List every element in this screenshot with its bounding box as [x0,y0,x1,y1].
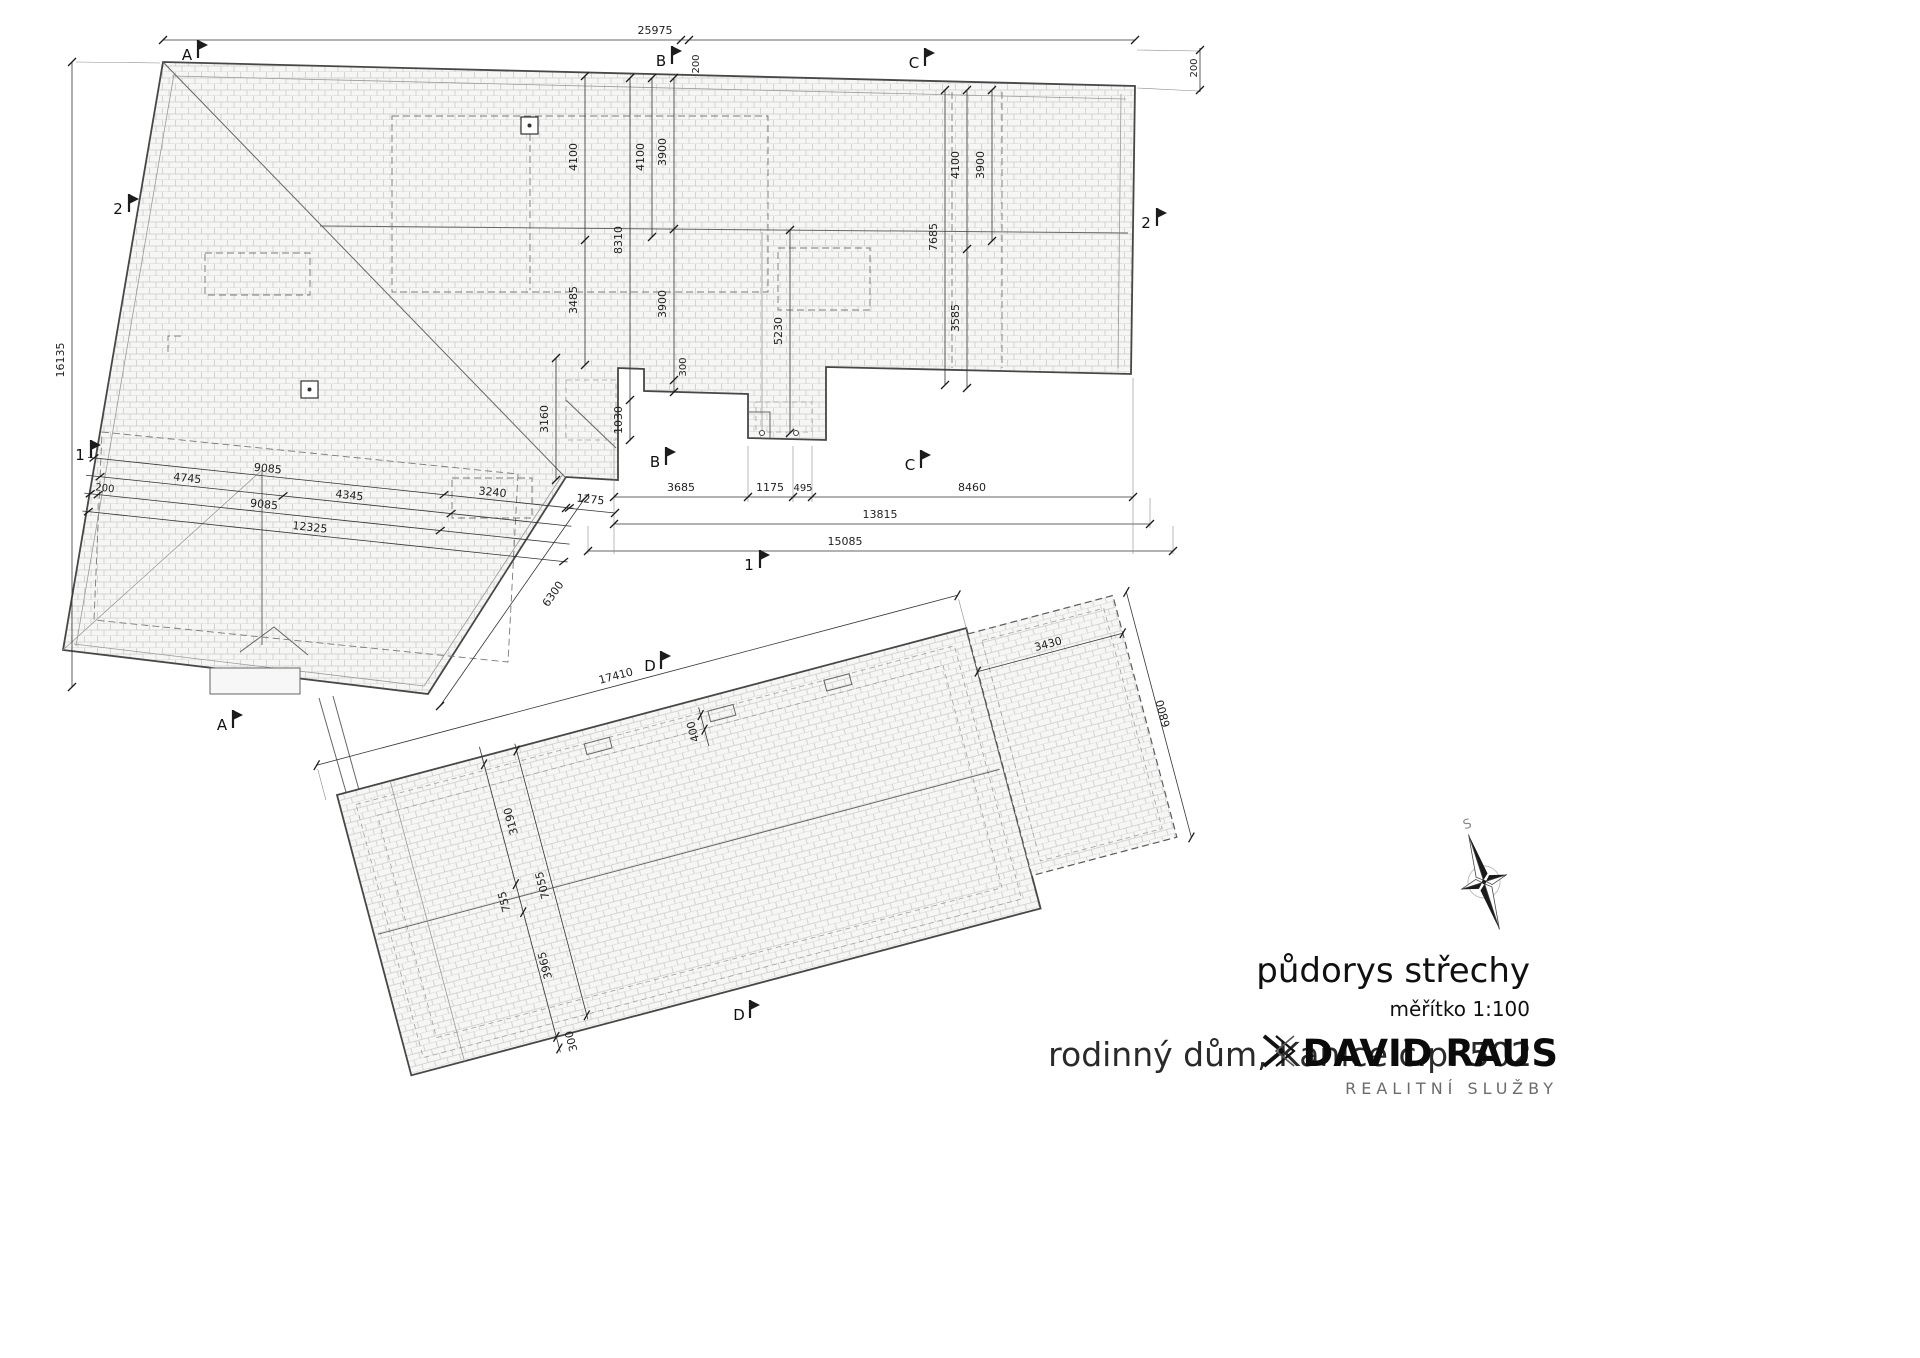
section-marker-2-left: 2 [113,194,139,218]
dim-left-9085-b: 9085 [249,497,278,513]
dim-left-1275: 1275 [576,492,605,508]
svg-text:A: A [182,46,193,64]
valley-line [162,61,566,478]
svg-text:C: C [909,54,919,72]
lower-dim-lines [316,591,1192,1053]
section-marker-a-bottom: A [217,710,243,734]
dimension-labels: 25975 200 200 16135 4100 3485 8310 1030 … [54,24,1200,609]
dim-chain-8460: 8460 [958,481,986,494]
section-marker-c-bottom: C [905,450,931,474]
dim-left-3240: 3240 [478,484,507,500]
dim-lower-17410: 17410 [597,665,634,687]
main-roof [61,61,1136,695]
entrance-steps [748,411,799,438]
dim-chain-3685: 3685 [667,481,695,494]
scale-label: měřítko 1:100 [1389,997,1530,1021]
company-logo-icon [1262,1034,1296,1068]
svg-text:1: 1 [75,446,85,464]
dim-wing-4100-b: 4100 [634,143,647,171]
dim-overhang-b: 200 [691,54,702,73]
svg-text:D: D [644,657,656,675]
dim-lower-400: 400 [684,720,702,744]
svg-text:D: D [733,1006,745,1024]
section-marker-b-bottom: B [650,447,676,471]
dim-chain-495: 495 [793,483,812,494]
dimension-lines [71,39,1201,707]
dim-wing-1030: 1030 [612,406,625,434]
dim-left-200: 200 [95,482,115,495]
dim-total-height-left: 16135 [54,343,67,378]
dim-chain-1175: 1175 [756,481,784,494]
compass-south-point [1480,883,1500,930]
company-name: DAVID RAUS [1302,1032,1558,1075]
dim-left-4745: 4745 [173,470,202,486]
compass-north-point [1468,834,1488,881]
gable-triangle [239,626,309,656]
dim-right-7685: 7685 [927,223,940,251]
dim-wing-8310: 8310 [612,226,625,254]
section-markers: A B C A B C D D [75,40,1167,1024]
dim-right-4100: 4100 [949,151,962,179]
section-marker-d-top: D [644,651,671,675]
chimney-left-roof [300,380,319,399]
svg-text:B: B [656,52,666,70]
walkway-lines [318,695,360,793]
dimension-ticks [67,35,1205,711]
dim-lower-755: 755 [495,890,513,914]
section-marker-2-right: 2 [1141,208,1167,232]
terrace-tab [209,667,301,695]
dim-chain-15085: 15085 [828,535,863,548]
dim-overhang-right: 200 [1189,58,1200,77]
ridge-line-top-wing [319,225,1129,234]
svg-text:A: A [217,716,228,734]
dim-lower-300: 300 [562,1029,580,1053]
dim-left-12325: 12325 [292,519,328,536]
dim-small-3160: 3160 [538,405,551,433]
chimney-top-wing [520,116,539,135]
section-marker-b-top: B [656,46,682,70]
main-roof-outline [61,61,1136,695]
dim-wing-3900-b: 3900 [656,290,669,318]
left-roof-dim-chains: 9085 3240 4745 4345 200 9085 12325 [82,453,575,566]
svg-text:2: 2 [1141,214,1151,232]
dim-right-3585: 3585 [949,304,962,332]
company-subtitle: REALITNÍ SLUŽBY [1345,1079,1558,1098]
svg-text:B: B [650,453,660,471]
dim-right-3900: 3900 [974,151,987,179]
compass-north-label: S [1461,816,1473,833]
svg-text:C: C [905,456,915,474]
dim-wing-5230: 5230 [772,317,785,345]
dashed-wall-lines [93,92,1003,663]
dim-wing-300: 300 [678,357,689,376]
section-marker-1-bottom: 1 [744,550,770,574]
section-marker-c-top: C [909,48,935,72]
svg-text:1: 1 [744,556,754,574]
title-block: půdorys střechy měřítko 1:100 rodinný dů… [1048,951,1558,1098]
compass-rose: S [1460,816,1508,930]
drawing-title: půdorys střechy [1256,951,1530,991]
dim-chain-13815: 13815 [863,508,898,521]
lower-ridge-line [377,768,1000,935]
lower-dim-ticks [313,586,1195,1054]
section-marker-1-left: 1 [75,440,101,464]
svg-text:2: 2 [113,200,123,218]
dim-wing-3485: 3485 [567,286,580,314]
dimension-extension-lines [75,49,1199,554]
section-marker-a-top: A [182,40,208,64]
roof-plane-lines [62,61,1129,656]
dim-wing-4100-a: 4100 [567,143,580,171]
dim-left-4345: 4345 [335,487,364,503]
dim-lower-6800: 6800 [1153,698,1173,728]
lower-roof-tabs [583,673,853,756]
dim-left-6300: 6300 [540,579,567,609]
dim-left-9085-a: 9085 [253,461,282,477]
dim-wing-3900-a: 3900 [656,138,669,166]
lower-roof-extension [967,594,1178,877]
section-marker-d-bottom: D [733,1000,760,1024]
dim-total-width: 25975 [638,24,673,37]
